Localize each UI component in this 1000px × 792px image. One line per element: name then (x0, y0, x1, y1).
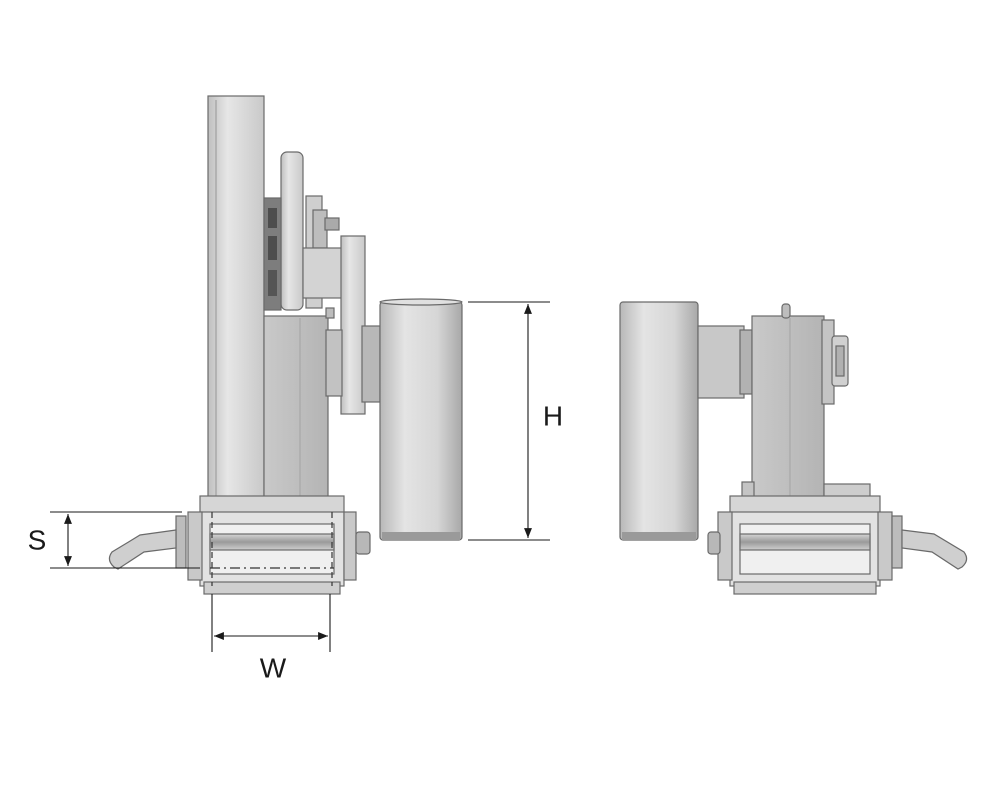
front-view-assembly (619, 301, 968, 595)
upper-disc (280, 151, 304, 311)
height-label: H (543, 400, 563, 431)
width-label: W (260, 652, 287, 683)
flange-plate (340, 235, 366, 415)
front-cylinder (619, 301, 699, 541)
front-body (751, 315, 825, 503)
locking-handle (108, 529, 177, 570)
slot-label: S (28, 524, 47, 555)
side-view-assembly (108, 95, 463, 595)
front-guide-rod (739, 533, 871, 551)
crank-arm (302, 247, 344, 299)
back-plate (207, 95, 265, 503)
main-body (263, 315, 329, 503)
front-shaft (697, 325, 745, 399)
guide-rod (209, 533, 335, 551)
front-locking-handle (901, 529, 968, 570)
shaft (325, 329, 343, 397)
carriage-top (199, 495, 345, 515)
dimension-annotations (50, 301, 550, 652)
cylinder (379, 301, 463, 541)
front-carriage-top (729, 495, 881, 515)
